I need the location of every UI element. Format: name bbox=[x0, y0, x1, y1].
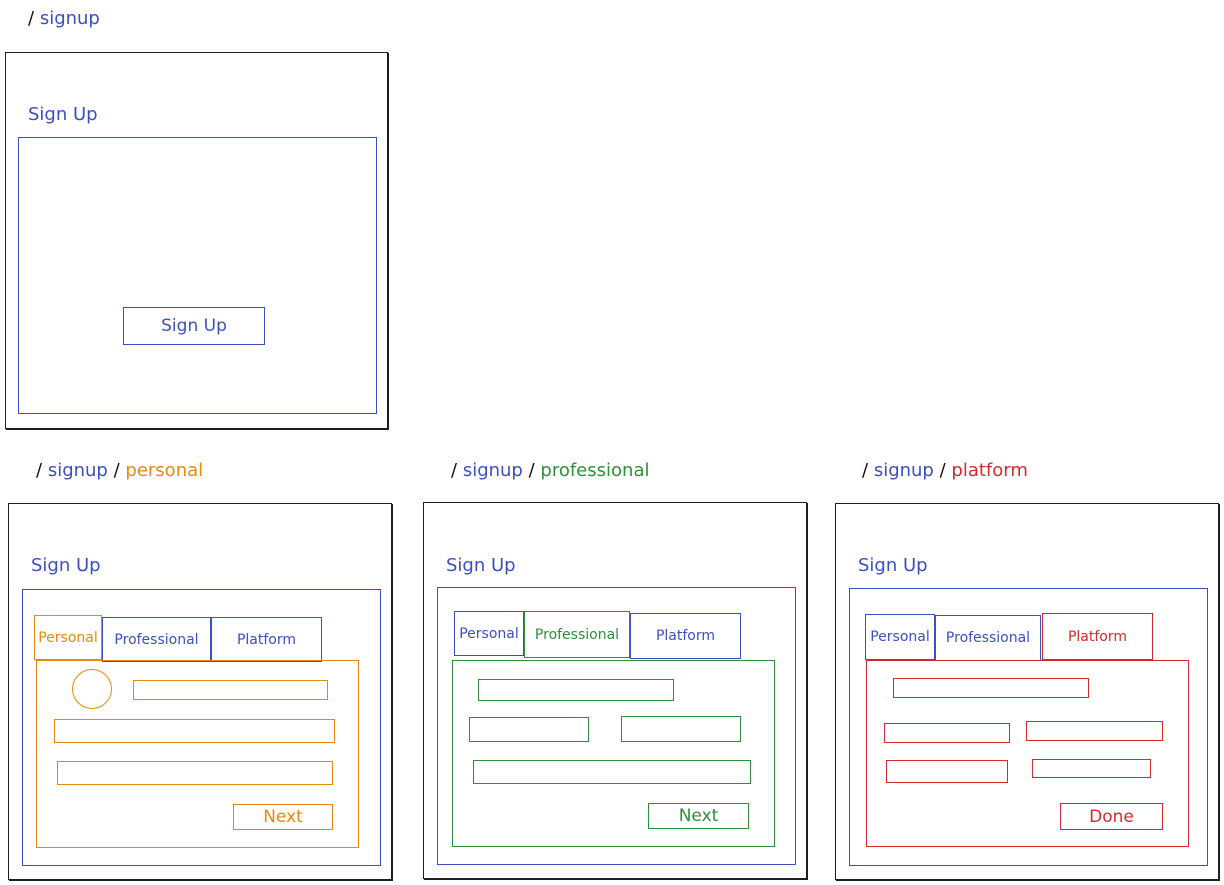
signup-title: Sign Up bbox=[28, 104, 98, 125]
tab-platform[interactable]: Platform bbox=[630, 613, 741, 659]
route-segment-personal[interactable]: personal bbox=[125, 460, 204, 481]
platform-form-panel bbox=[866, 660, 1189, 847]
personal-field[interactable] bbox=[54, 719, 335, 743]
platform-field[interactable] bbox=[884, 723, 1010, 743]
avatar-upload[interactable] bbox=[72, 669, 112, 709]
tab-personal[interactable]: Personal bbox=[454, 611, 524, 656]
professional-title: Sign Up bbox=[446, 555, 516, 576]
professional-field[interactable] bbox=[621, 716, 741, 742]
platform-field[interactable] bbox=[1032, 759, 1151, 778]
route-breadcrumb: / signup / professional bbox=[451, 460, 649, 481]
platform-field[interactable] bbox=[893, 678, 1089, 698]
route-segment-signup[interactable]: signup bbox=[47, 460, 108, 481]
professional-field[interactable] bbox=[473, 760, 751, 784]
professional-field[interactable] bbox=[478, 679, 674, 701]
professional-form-panel bbox=[452, 660, 775, 847]
signup-panel bbox=[18, 137, 377, 414]
tab-professional[interactable]: Professional bbox=[935, 615, 1041, 661]
professional-screen-frame bbox=[423, 502, 807, 879]
route-segment-professional[interactable]: professional bbox=[540, 460, 650, 481]
professional-field[interactable] bbox=[469, 717, 589, 742]
route-slash: / bbox=[113, 460, 120, 481]
next-button[interactable]: Next bbox=[648, 803, 749, 829]
platform-field[interactable] bbox=[1026, 721, 1163, 741]
route-segment-signup[interactable]: signup bbox=[39, 8, 100, 29]
route-slash: / bbox=[862, 460, 869, 481]
professional-panel bbox=[437, 587, 796, 865]
route-slash: / bbox=[36, 460, 43, 481]
route-segment-platform[interactable]: platform bbox=[951, 460, 1028, 481]
route-segment-signup[interactable]: signup bbox=[873, 460, 934, 481]
tab-professional[interactable]: Professional bbox=[102, 617, 211, 662]
route-slash: / bbox=[528, 460, 535, 481]
tab-platform[interactable]: Platform bbox=[211, 617, 322, 662]
personal-title: Sign Up bbox=[31, 555, 101, 576]
route-slash: / bbox=[28, 8, 35, 29]
personal-panel bbox=[22, 589, 381, 866]
route-breadcrumb: / signup bbox=[28, 8, 100, 29]
name-field[interactable] bbox=[133, 680, 328, 700]
route-breadcrumb: / signup / personal bbox=[36, 460, 203, 481]
personal-screen-frame bbox=[8, 503, 392, 880]
tab-professional[interactable]: Professional bbox=[524, 611, 630, 658]
personal-field[interactable] bbox=[57, 761, 333, 785]
personal-form-panel bbox=[36, 660, 359, 848]
tab-platform[interactable]: Platform bbox=[1042, 613, 1153, 660]
tab-personal[interactable]: Personal bbox=[865, 614, 935, 660]
sign-up-button[interactable]: Sign Up bbox=[123, 307, 265, 345]
platform-panel bbox=[849, 588, 1208, 866]
platform-field[interactable] bbox=[886, 760, 1008, 783]
platform-screen-frame bbox=[835, 503, 1219, 880]
tab-personal[interactable]: Personal bbox=[34, 615, 102, 660]
route-slash: / bbox=[451, 460, 458, 481]
next-button[interactable]: Next bbox=[233, 804, 333, 830]
done-button[interactable]: Done bbox=[1060, 803, 1163, 830]
route-breadcrumb: / signup / platform bbox=[862, 460, 1028, 481]
route-segment-signup[interactable]: signup bbox=[462, 460, 523, 481]
signup-screen-frame bbox=[5, 52, 388, 429]
route-slash: / bbox=[939, 460, 946, 481]
platform-title: Sign Up bbox=[858, 555, 928, 576]
